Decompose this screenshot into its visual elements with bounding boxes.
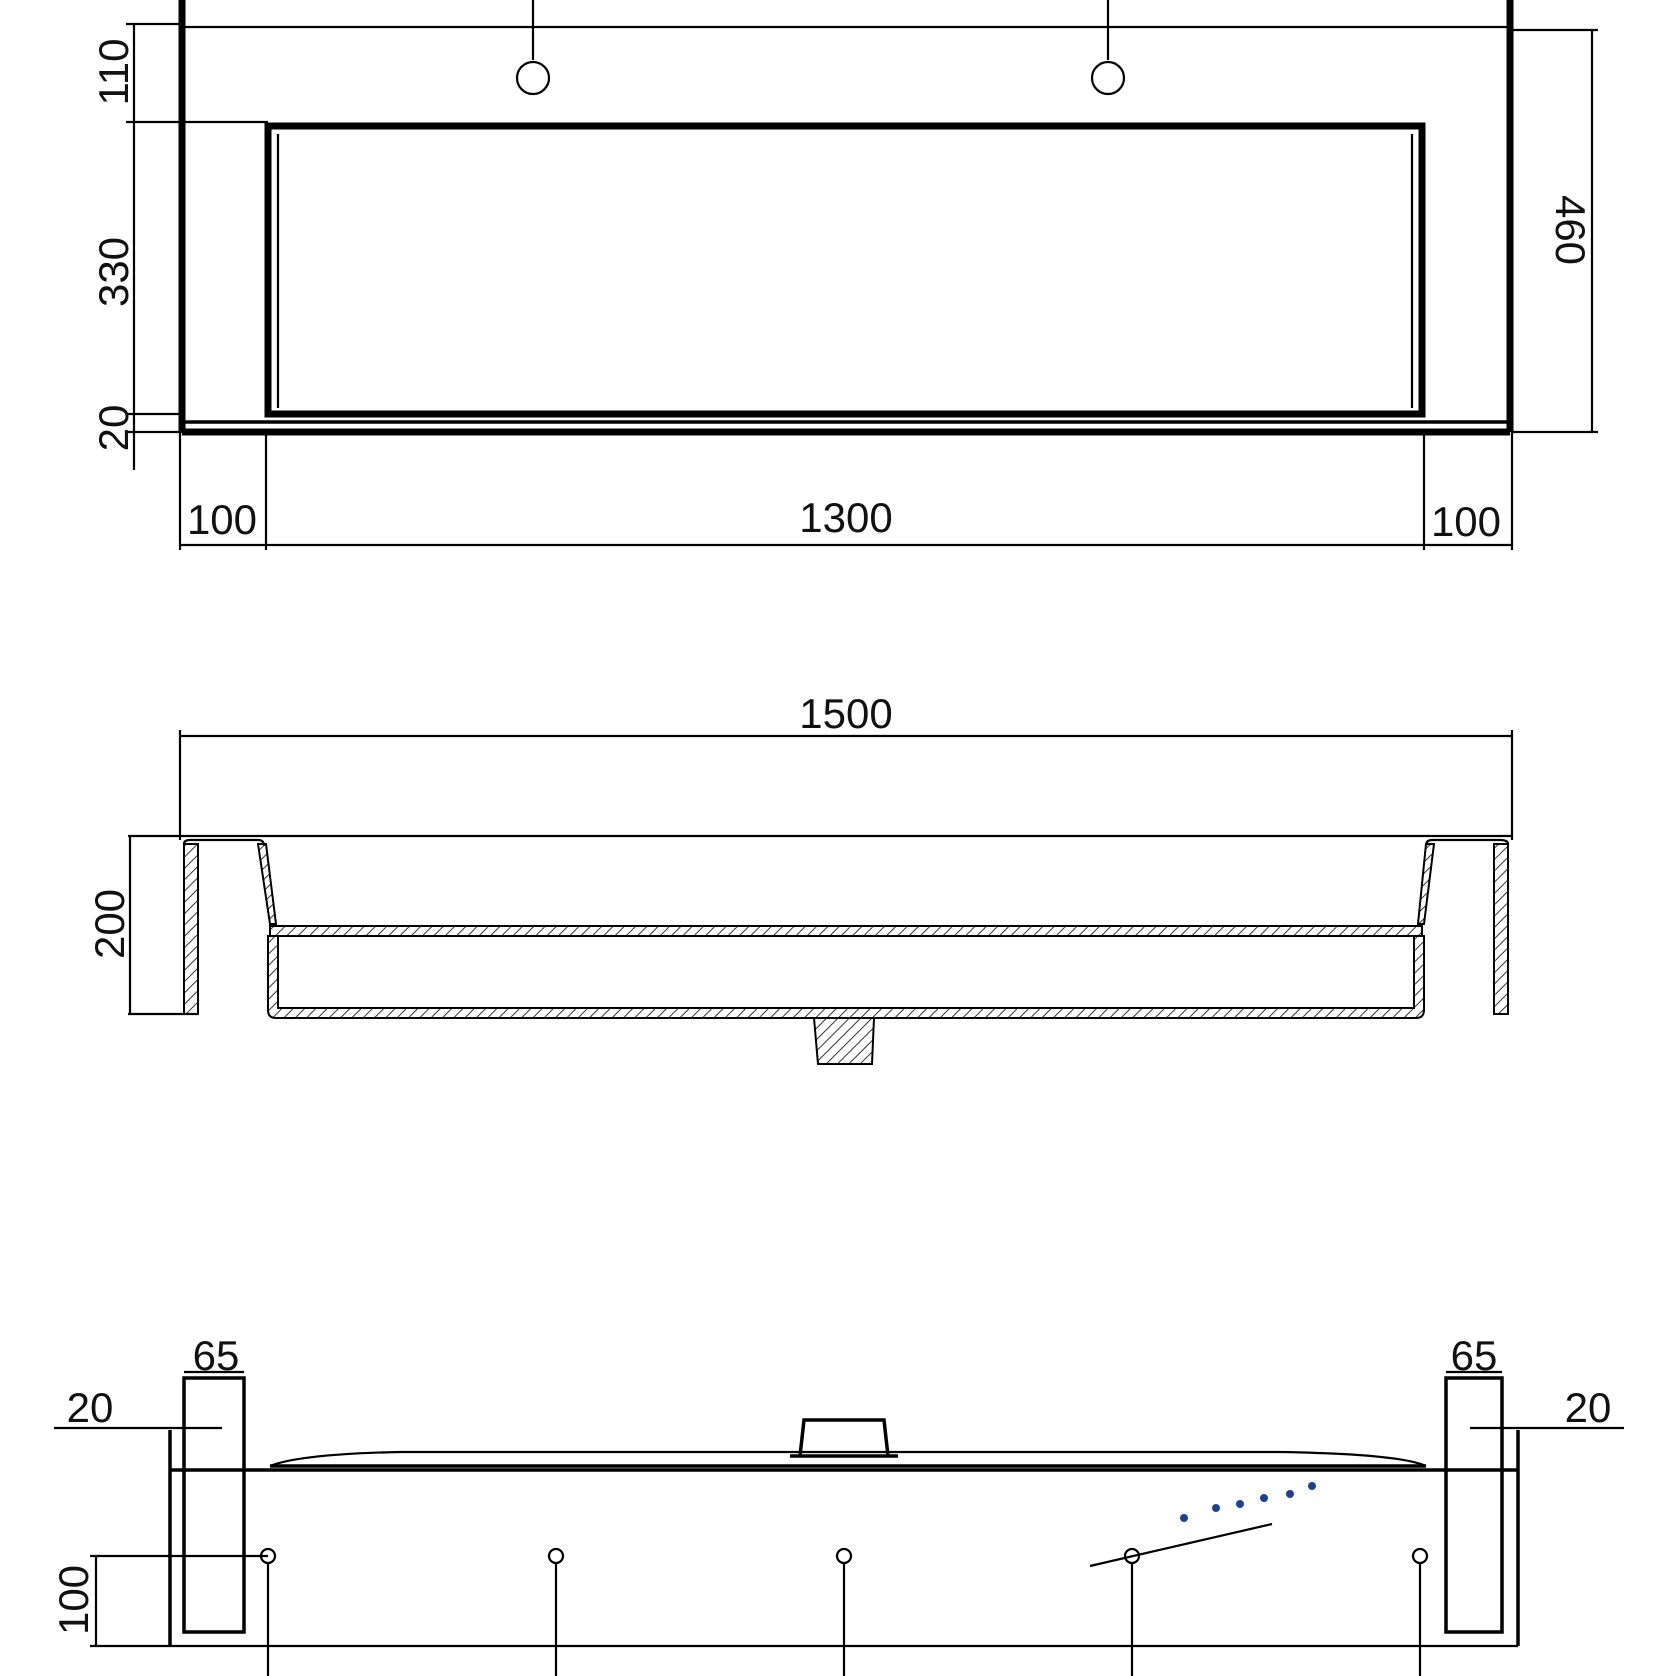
dim-label-20-right: 20 bbox=[1565, 1384, 1612, 1431]
dim-label-20-left: 20 bbox=[67, 1384, 114, 1431]
left-leg-cap bbox=[182, 838, 266, 847]
marker-dots bbox=[1180, 1482, 1316, 1522]
dim-label-65-right: 65 bbox=[1451, 1332, 1498, 1379]
front-basin-lip bbox=[269, 1450, 1427, 1468]
marker-dot bbox=[1180, 1514, 1188, 1522]
marker-dot bbox=[1212, 1504, 1220, 1512]
dim-label-100-left: 100 bbox=[187, 496, 257, 543]
front-right-leg bbox=[1444, 1376, 1504, 1634]
dim-label-330: 330 bbox=[90, 237, 137, 307]
dim-label-1500: 1500 bbox=[799, 690, 892, 737]
fixing-holes bbox=[259, 1547, 1429, 1676]
dim-label-1300: 1300 bbox=[799, 494, 892, 541]
right-leg-cap bbox=[1424, 838, 1510, 847]
tap-hole-right bbox=[1090, 60, 1126, 96]
basin-left-wall bbox=[256, 843, 278, 925]
dim-label-100-front: 100 bbox=[50, 1565, 97, 1635]
lower-shell bbox=[267, 935, 1425, 1019]
section-view: 1500 200 bbox=[86, 690, 1514, 1065]
left-leg-wall bbox=[183, 843, 199, 1015]
front-tap bbox=[798, 1418, 890, 1457]
drain-outlet bbox=[812, 1017, 876, 1065]
dim-label-200: 200 bbox=[86, 889, 133, 959]
front-left-leg bbox=[182, 1376, 246, 1634]
fixing-hole bbox=[547, 1547, 565, 1565]
tap-hole-left bbox=[515, 60, 551, 96]
top-view: 110 330 20 460 100 1300 100 bbox=[90, 0, 1598, 550]
basin-floor bbox=[269, 925, 1423, 937]
marker-dot bbox=[1286, 1490, 1294, 1498]
right-leg-wall bbox=[1493, 843, 1509, 1015]
dim-label-460: 460 bbox=[1547, 195, 1594, 265]
basin-right-wall bbox=[1416, 843, 1436, 925]
dim-label-20: 20 bbox=[90, 405, 137, 452]
marker-dot bbox=[1260, 1494, 1268, 1502]
marker-dot bbox=[1308, 1482, 1316, 1490]
fixing-hole bbox=[1411, 1547, 1429, 1565]
pointer-leader bbox=[1089, 1522, 1273, 1568]
basin-outline bbox=[264, 122, 1426, 418]
marker-dot bbox=[1236, 1500, 1244, 1508]
fixing-hole bbox=[835, 1547, 853, 1565]
front-view: 65 65 20 20 100 bbox=[50, 1332, 1624, 1676]
dim-label-100-right: 100 bbox=[1431, 498, 1501, 545]
dim-label-65-left: 65 bbox=[193, 1332, 240, 1379]
dim-label-110: 110 bbox=[90, 39, 137, 106]
